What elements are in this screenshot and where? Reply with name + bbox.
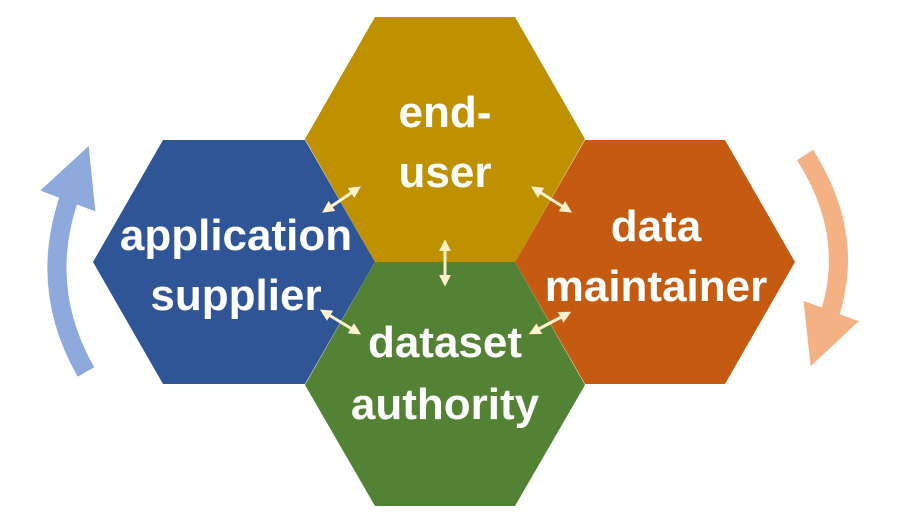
dataset-authority-label-line1: dataset xyxy=(368,318,522,367)
right-cycle-arrow-icon xyxy=(796,149,859,367)
connector-authority-maintainer-icon xyxy=(528,311,572,335)
dataset-authority-label-line2: authority xyxy=(351,380,540,429)
end-user-label-line2: user xyxy=(399,148,492,197)
application-supplier-label-line1: application xyxy=(120,211,352,260)
connector-supplier-authority-icon xyxy=(319,309,362,335)
left-cycle-arrow-icon xyxy=(40,145,96,377)
end-user-label-line1: end- xyxy=(399,88,492,137)
hexagon-application-supplier: application supplier xyxy=(93,140,375,384)
data-maintainer-label-line1: data xyxy=(611,202,702,251)
connector-supplier-enduser-icon xyxy=(322,186,361,213)
hexagon-data-maintainer: data maintainer xyxy=(515,140,795,384)
connector-enduser-maintainer-icon xyxy=(530,186,573,213)
application-supplier-label-line2: supplier xyxy=(150,271,321,320)
hexagon-dataset-authority: dataset authority xyxy=(305,262,585,506)
hexagon-end-user: end- user xyxy=(305,17,585,262)
data-maintainer-label-line2: maintainer xyxy=(545,262,768,311)
